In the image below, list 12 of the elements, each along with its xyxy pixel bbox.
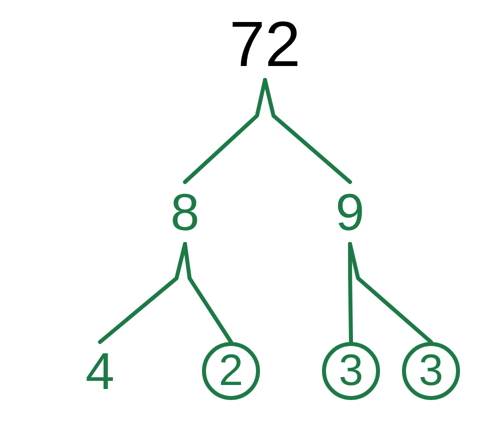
factor: 9 <box>323 182 377 244</box>
circled-factor: 2 <box>202 342 260 400</box>
tree-branch <box>98 242 187 344</box>
factor: 4 <box>78 342 122 402</box>
tree-branch <box>348 242 433 344</box>
tree-branch <box>183 78 267 184</box>
factor: 8 <box>158 182 212 244</box>
circled-factor: 3 <box>322 342 380 400</box>
tree-branch <box>183 242 233 344</box>
number: 72 <box>215 8 315 80</box>
tree-branch <box>263 78 352 184</box>
circled-factor: 3 <box>402 342 460 400</box>
